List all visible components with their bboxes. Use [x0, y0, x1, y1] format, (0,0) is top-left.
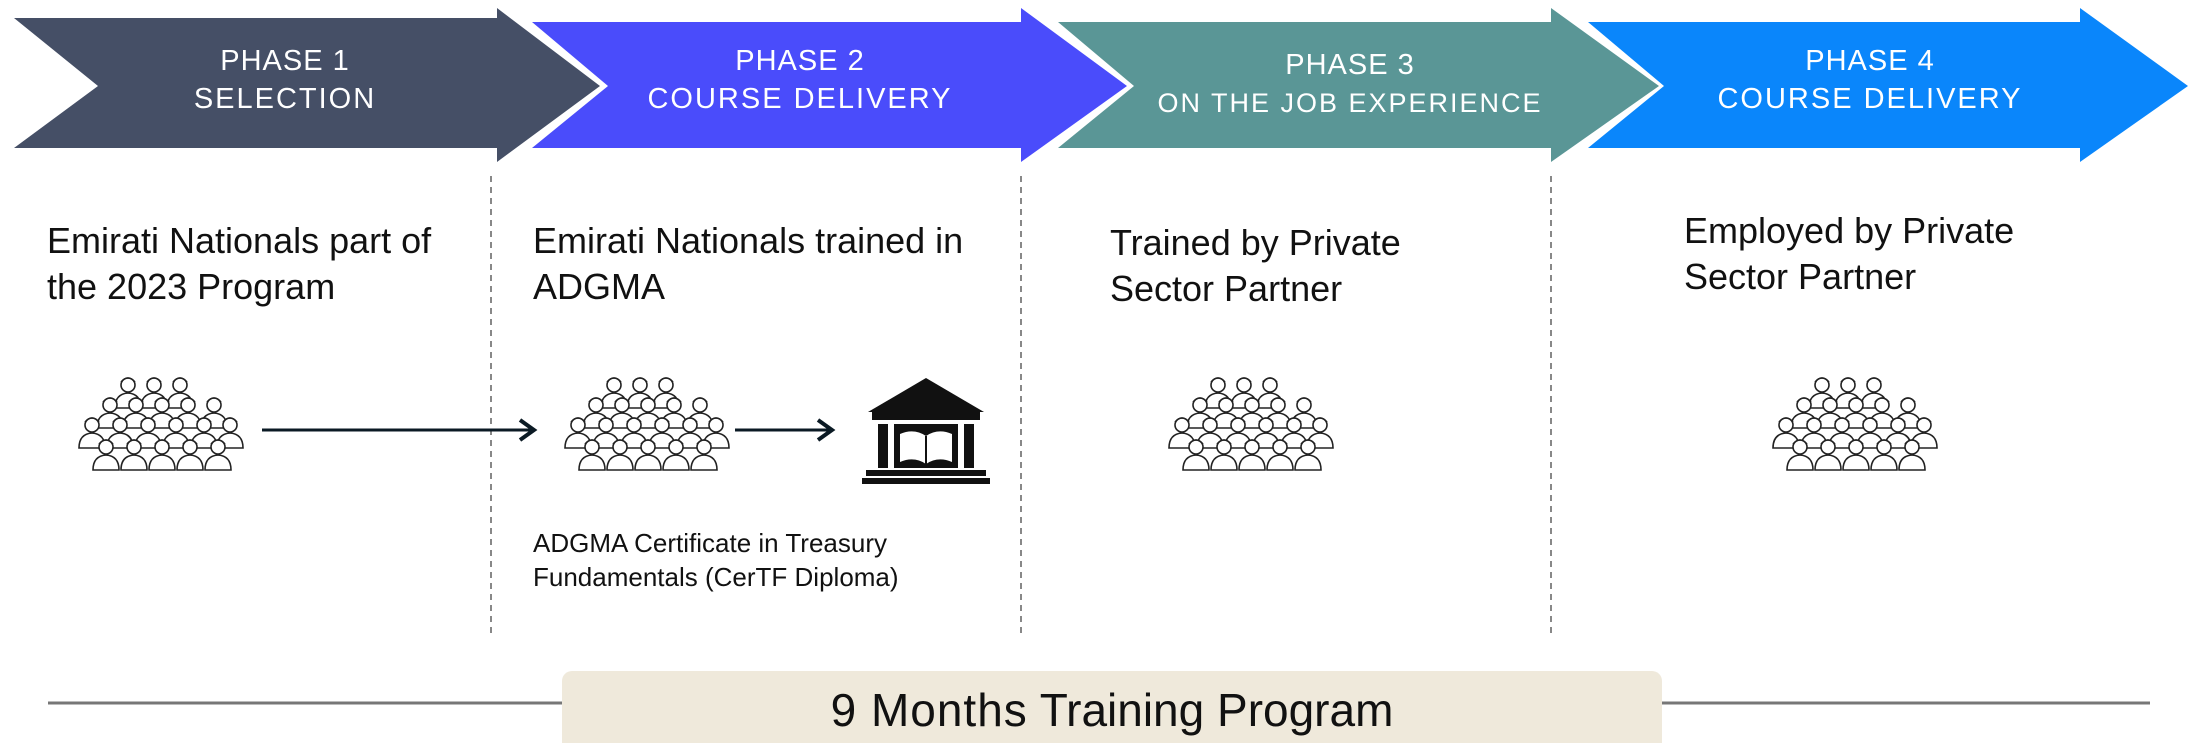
phase-2-number: PHASE 2 — [735, 45, 865, 77]
phase-3-title: ON THE JOB EXPERIENCE — [1157, 88, 1543, 118]
people-group-icon — [1160, 372, 1340, 482]
phase-3-description: Trained by Private Sector Partner — [1110, 222, 1401, 309]
phase-1-chevron — [14, 8, 600, 162]
people-group-icon — [70, 372, 250, 482]
phase-1-title: SELECTION — [193, 83, 377, 115]
phase-3-number: PHASE 3 — [1285, 49, 1415, 81]
phase-4-header: PHASE 4 COURSE DELIVERY — [1660, 42, 2080, 118]
phase-2-header: PHASE 2 COURSE DELIVERY — [600, 42, 1000, 118]
certificate-text: ADGMA Certificate in Treasury Fundamenta… — [533, 528, 899, 592]
academy-building-icon — [862, 378, 990, 484]
right-arrow-icon — [262, 418, 538, 442]
people-group-icon — [556, 372, 736, 482]
phase-3-chevron — [1058, 8, 1659, 162]
banner-duration: 9 Months — [830, 684, 1028, 736]
phase-4-title: COURSE DELIVERY — [1717, 83, 2023, 115]
phase-4-chevron — [1588, 8, 2188, 162]
right-arrow-icon — [735, 418, 836, 442]
phase-2-chevron — [532, 8, 1127, 162]
phase-2-title: COURSE DELIVERY — [647, 83, 953, 115]
people-group-icon — [1764, 372, 1944, 482]
banner-text: Training Program — [1027, 684, 1394, 736]
phase-4-description: Employed by Private Sector Partner — [1684, 210, 2015, 297]
phase-2-description: Emirati Nationals trained in ADGMA — [533, 220, 964, 307]
phase-1-number: PHASE 1 — [220, 45, 350, 77]
phase-1-header: PHASE 1 SELECTION — [130, 42, 440, 118]
phase-1-description: Emirati Nationals part of the 2023 Progr… — [47, 220, 432, 307]
phase-4-number: PHASE 4 — [1805, 45, 1935, 77]
training-program-banner: 9 Months Training Program — [562, 671, 1662, 743]
phase-3-header: PHASE 3 ON THE JOB EXPERIENCE — [1120, 46, 1580, 122]
